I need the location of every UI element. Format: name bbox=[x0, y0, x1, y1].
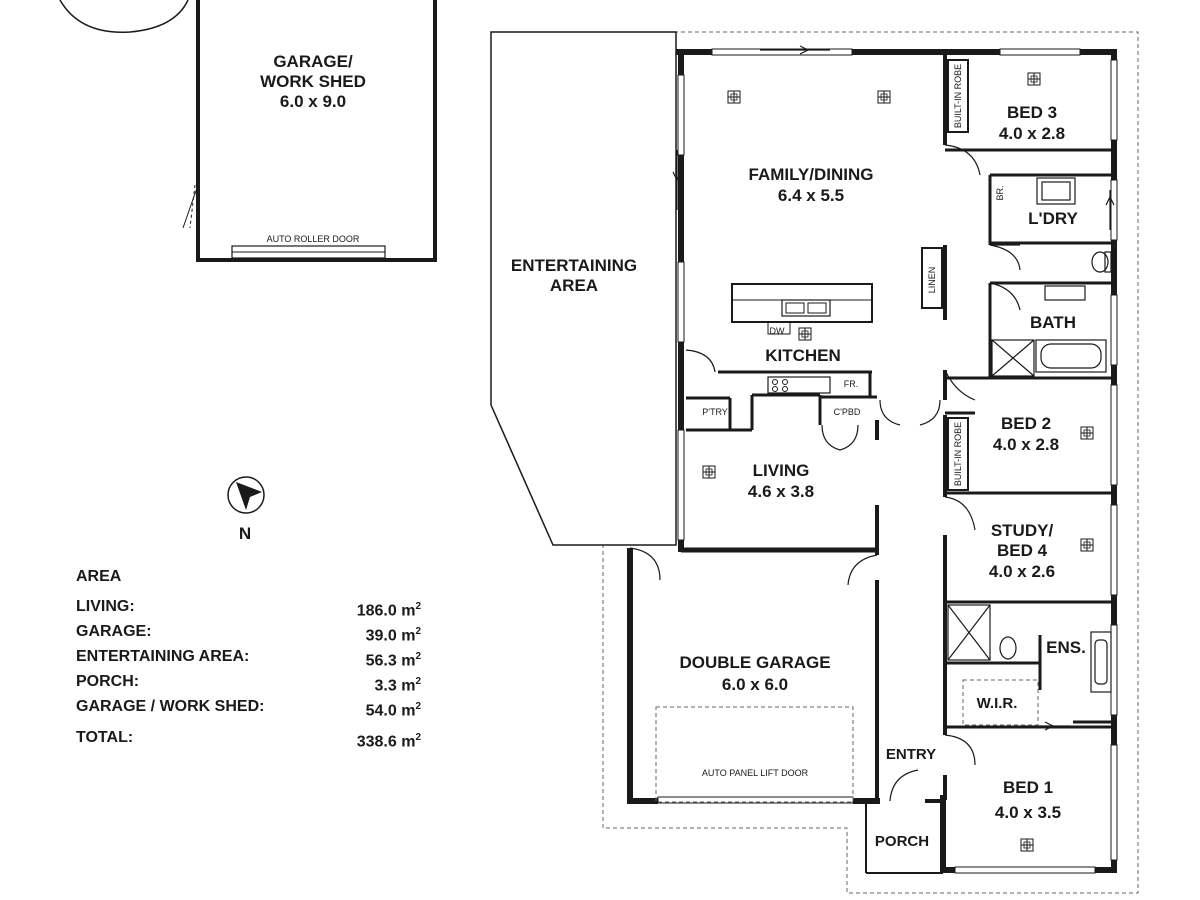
bed2-name: BED 2 bbox=[1001, 414, 1051, 433]
bed3-robe: BUILT-IN ROBE bbox=[953, 64, 963, 128]
linen-label: LINEN bbox=[927, 267, 937, 294]
entertaining-name2: AREA bbox=[550, 276, 598, 295]
area-row-label: ENTERTAINING AREA: bbox=[76, 648, 250, 665]
wir-name: W.I.R. bbox=[977, 695, 1018, 712]
bed1-name: BED 1 bbox=[1003, 778, 1053, 797]
area-row-unit: 2 bbox=[415, 701, 421, 712]
wir-outline bbox=[962, 679, 1039, 726]
laundry-br: BR. bbox=[995, 185, 1005, 200]
ens-name: ENS. bbox=[1046, 638, 1086, 657]
area-title: AREA bbox=[76, 568, 122, 585]
area-row-label: LIVING: bbox=[76, 598, 135, 615]
area-row-value: 186.0 m bbox=[356, 602, 416, 620]
garage-shed-door: AUTO ROLLER DOOR bbox=[267, 234, 360, 244]
entry-name: ENTRY bbox=[886, 746, 936, 763]
windows bbox=[657, 48, 1118, 874]
door-swings bbox=[629, 144, 1021, 802]
kitchen-island bbox=[731, 283, 873, 394]
area-row-label: GARAGE / WORK SHED: bbox=[76, 698, 265, 715]
sliding-doors bbox=[672, 45, 1115, 731]
bed2-robe: BUILT-IN ROBE bbox=[953, 422, 963, 486]
area-row: ENTERTAINING AREA: 56.3 m2 bbox=[76, 644, 421, 669]
area-row-unit: 2 bbox=[415, 601, 421, 612]
area-row: PORCH: 3.3 m2 bbox=[76, 669, 421, 694]
bath-name: BATH bbox=[1030, 313, 1076, 332]
site-boundary bbox=[602, 31, 1139, 894]
study-dims: 4.0 x 2.6 bbox=[989, 562, 1055, 581]
study-name2: BED 4 bbox=[997, 541, 1048, 560]
porch-name: PORCH bbox=[875, 833, 929, 850]
double-garage-door: AUTO PANEL LIFT DOOR bbox=[702, 768, 809, 778]
double-garage-name: DOUBLE GARAGE bbox=[679, 653, 830, 672]
compass-needle-icon bbox=[236, 482, 262, 510]
garage-shed-name1: GARAGE/ bbox=[273, 52, 353, 71]
entertaining-area: ENTERTAINING AREA bbox=[490, 31, 677, 546]
area-row-value: 3.3 m bbox=[374, 677, 416, 695]
tree-outline bbox=[59, 0, 189, 33]
garage-door-outline bbox=[655, 706, 854, 803]
bed3-name: BED 3 bbox=[1007, 103, 1057, 122]
kitchen-ptry: P'TRY bbox=[702, 407, 728, 417]
area-row-unit: 2 bbox=[415, 626, 421, 637]
double-garage-dims: 6.0 x 6.0 bbox=[722, 675, 788, 694]
entertaining-name1: ENTERTAINING bbox=[511, 256, 637, 275]
compass: N bbox=[227, 476, 265, 543]
area-row-label: PORCH: bbox=[76, 673, 140, 690]
area-row-label: GARAGE: bbox=[76, 623, 152, 640]
garage-shed-name2: WORK SHED bbox=[260, 72, 366, 91]
kitchen-dw: DW bbox=[770, 326, 785, 336]
compass-circle bbox=[227, 476, 265, 514]
living-name: LIVING bbox=[753, 461, 810, 480]
family-dining-name: FAMILY/DINING bbox=[749, 165, 874, 184]
area-row-unit: 2 bbox=[415, 676, 421, 687]
kitchen-name: KITCHEN bbox=[765, 346, 841, 365]
garage-shed-dims: 6.0 x 9.0 bbox=[280, 92, 346, 111]
area-row: GARAGE / WORK SHED: 54.0 m2 bbox=[76, 694, 421, 719]
area-row: GARAGE: 39.0 m2 bbox=[76, 619, 421, 644]
bed1-dims: 4.0 x 3.5 bbox=[995, 803, 1061, 822]
area-row-unit: 2 bbox=[415, 651, 421, 662]
compass-label: N bbox=[239, 524, 251, 543]
bed2-dims: 4.0 x 2.8 bbox=[993, 435, 1059, 454]
study-name1: STUDY/ bbox=[991, 521, 1054, 540]
kitchen-fr: FR. bbox=[844, 379, 859, 389]
kitchen-cpbd: C'PBD bbox=[834, 407, 861, 417]
area-row-value: 56.3 m bbox=[365, 652, 416, 670]
bathroom-fittings bbox=[947, 177, 1112, 693]
area-schedule: AREA LIVING: 186.0 m2 GARAGE: 39.0 m2 EN… bbox=[76, 568, 421, 750]
laundry-name: L'DRY bbox=[1028, 209, 1078, 228]
area-row-value: 54.0 m bbox=[365, 702, 416, 720]
area-row: LIVING: 186.0 m2 bbox=[76, 594, 421, 619]
bed3-dims: 4.0 x 2.8 bbox=[999, 124, 1065, 143]
area-total-value: 338.6 m bbox=[356, 733, 416, 751]
area-total-row: TOTAL: 338.6 m2 bbox=[76, 725, 421, 750]
area-total-unit: 2 bbox=[415, 732, 421, 743]
family-dining-dims: 6.4 x 5.5 bbox=[778, 186, 844, 205]
living-dims: 4.6 x 3.8 bbox=[748, 482, 814, 501]
garage-work-shed: GARAGE/ WORK SHED 6.0 x 9.0 AUTO ROLLER … bbox=[182, 0, 437, 262]
area-total-label: TOTAL: bbox=[76, 729, 134, 746]
area-row-value: 39.0 m bbox=[365, 627, 416, 645]
